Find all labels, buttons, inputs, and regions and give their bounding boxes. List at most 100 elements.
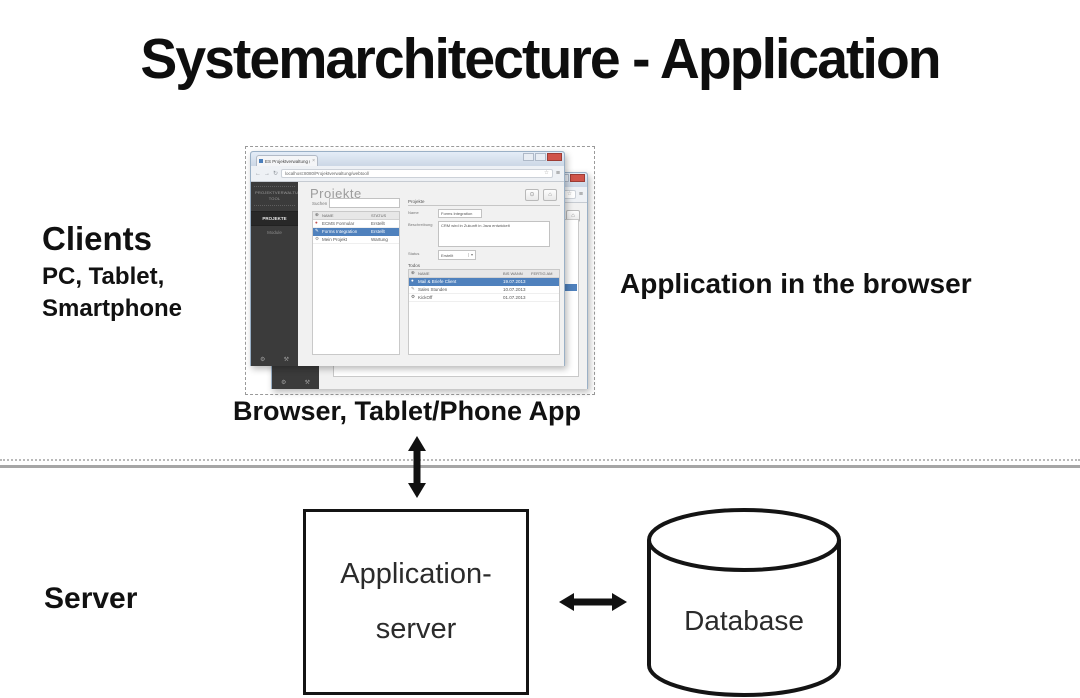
minimize-button[interactable] [523,153,534,161]
app-sidebar: PROJEKTVERWALTUNG TOOL PROJEKTE Module ⚙… [251,182,304,366]
screenshot-dashed-outline [245,146,595,395]
todo-header-due: BIS WANN [503,271,523,276]
description-label: Beschreibung [408,222,433,227]
todos-label: Todos [408,263,421,268]
description-field-row: Beschreibung CRM wird in Zukunft in Java… [408,221,560,247]
refresh-button[interactable]: ⊙ [525,189,539,201]
application-server-label-line2: server [375,613,457,645]
settings-gear-icon[interactable]: ⚙ [260,357,266,363]
window-controls [523,153,562,161]
todo-row-selected[interactable]: ● Mail & Briefe Client 19.07.2013 [409,278,559,286]
name-label: Name [408,210,419,215]
settings-gear-icon[interactable]: ⚙ [281,380,287,386]
app-body: PROJEKTVERWALTUNG TOOL PROJEKTE Module ⚙… [251,182,564,366]
home-button[interactable]: ⌂ [543,189,557,201]
column-header-status: STATUS [371,213,387,218]
todo-header-name: NAME [418,271,430,276]
add-plus-icon[interactable]: ⊕ [411,270,415,276]
red-marker-icon: ● [411,278,414,284]
todo-due: 10.07.2013 [503,287,526,292]
browser-toolbar: ← → ↻ localhost:8080/Projektverwaltung/w… [251,166,564,182]
app-main-area: Projekte ⊙ ⌂ Suchen ⊕ NAME STATUS [298,182,564,366]
divider-dotted-line [0,459,1080,461]
table-row[interactable]: ⚙ Mein Projekt Wartung [313,236,399,244]
tools-wrench-icon[interactable]: ⚒ [283,357,289,363]
back-sidebar-bottom-icons: ⚙ ⚒ [272,380,319,386]
search-label: Suchen [312,200,328,206]
sidebar-item-module[interactable]: Module [267,230,282,235]
search-input[interactable] [329,198,400,208]
sidebar-item-projekte[interactable]: PROJEKTE [251,211,298,226]
tab-favicon [259,159,263,163]
name-field-row: Name Forms Integration [408,209,560,218]
clients-subtitle-line1: PC, Tablet, [42,263,165,290]
clients-heading: Clients [42,220,153,257]
maintenance-gear-icon: ⚙ [411,294,416,300]
cell-status: Wartung [371,237,388,242]
todo-due: 01.07.2013 [503,295,526,300]
todo-due: 19.07.2013 [503,279,526,284]
name-input[interactable]: Forms Integration [438,209,482,218]
close-button[interactable] [570,174,585,182]
sidebar-bottom-icons: ⚙ ⚒ [251,357,298,363]
database-label: Database [684,605,804,636]
detail-legend: Projekte [408,199,425,204]
forward-icon[interactable]: → [264,170,270,177]
edit-pencil-icon: ✎ [315,228,319,234]
left-right-arrow-icon [559,590,627,619]
table-row-selected[interactable]: ✎ Forms Integration Erstellt [313,228,399,236]
address-bar[interactable]: localhost:8080/Projektverwaltung/webtool… [281,169,553,178]
back-icon[interactable]: ← [255,170,261,177]
application-in-browser-label: Application in the browser [620,268,972,299]
todos-table-header: ⊕ NAME BIS WANN FERTIG AM [409,270,559,278]
maximize-button[interactable] [535,153,546,161]
project-list-panel: Suchen ⊕ NAME STATUS ● ECMS Formular Ers… [312,198,400,355]
bookmark-star-icon[interactable]: ☆ [543,169,549,176]
cell-status: Erstellt [371,229,385,234]
browser-tablet-phone-caption: Browser, Tablet/Phone App [233,396,582,426]
todo-header-done: FERTIG AM [531,271,553,276]
clients-subtitle-line2: Smartphone [42,295,183,322]
todo-row[interactable]: ✎ Sales Stunden 10.07.2013 [409,286,559,294]
application-server-box: Application- server [303,509,529,695]
add-plus-icon[interactable]: ⊕ [315,212,319,218]
cell-name: Mein Projekt [322,237,348,242]
description-textarea[interactable]: CRM wird in Zukunft in Java entwickelt [438,221,550,247]
status-field-row: Status Erstellt ▾ [408,250,560,260]
column-header-name: NAME [322,213,334,218]
server-heading: Server [44,582,138,615]
tab-close-icon[interactable]: × [312,157,315,164]
browser-window-front: ES Projektverwaltung (admi × ← → ↻ local… [250,151,565,366]
divider-solid-line [0,465,1080,468]
detail-fieldset: Name Forms Integration Beschreibung CRM … [408,205,560,355]
edit-pencil-icon: ✎ [411,286,415,292]
project-table: ⊕ NAME STATUS ● ECMS Formular Erstellt ✎… [312,211,400,355]
status-select[interactable]: Erstellt ▾ [438,250,476,260]
red-marker-icon: ● [315,220,318,226]
table-row[interactable]: ● ECMS Formular Erstellt [313,220,399,228]
project-table-header: ⊕ NAME STATUS [313,212,399,220]
cell-status: Erstellt [371,221,385,226]
todo-name: KickOff [418,295,433,300]
home-icon: ⌂ [571,213,575,219]
status-value: Erstellt [441,252,454,258]
cell-name: ECMS Formular [322,221,355,226]
header-buttons: ⊙ ⌂ [525,189,557,201]
reload-icon[interactable]: ↻ [273,170,279,177]
menu-icon[interactable]: ≡ [555,170,560,177]
window-titlebar[interactable]: ES Projektverwaltung (admi × [251,152,564,166]
browser-tab[interactable]: ES Projektverwaltung (admi × [256,155,318,166]
circle-icon: ⊙ [529,192,535,198]
search-row: Suchen [312,198,400,208]
chevron-down-icon: ▾ [467,253,473,257]
url-text: localhost:8080/Projektverwaltung/webtool… [285,171,370,176]
close-button[interactable] [547,153,562,161]
tools-wrench-icon[interactable]: ⚒ [304,380,310,386]
tab-title: ES Projektverwaltung (admi [265,158,310,164]
menu-icon[interactable]: ≡ [578,191,583,198]
todo-row[interactable]: ⚙ KickOff 01.07.2013 [409,294,559,302]
home-icon: ⌂ [548,192,552,198]
status-label: Status [408,251,420,256]
database-cylinder: Database [646,507,842,698]
bookmark-star-icon[interactable]: ☆ [566,190,572,197]
